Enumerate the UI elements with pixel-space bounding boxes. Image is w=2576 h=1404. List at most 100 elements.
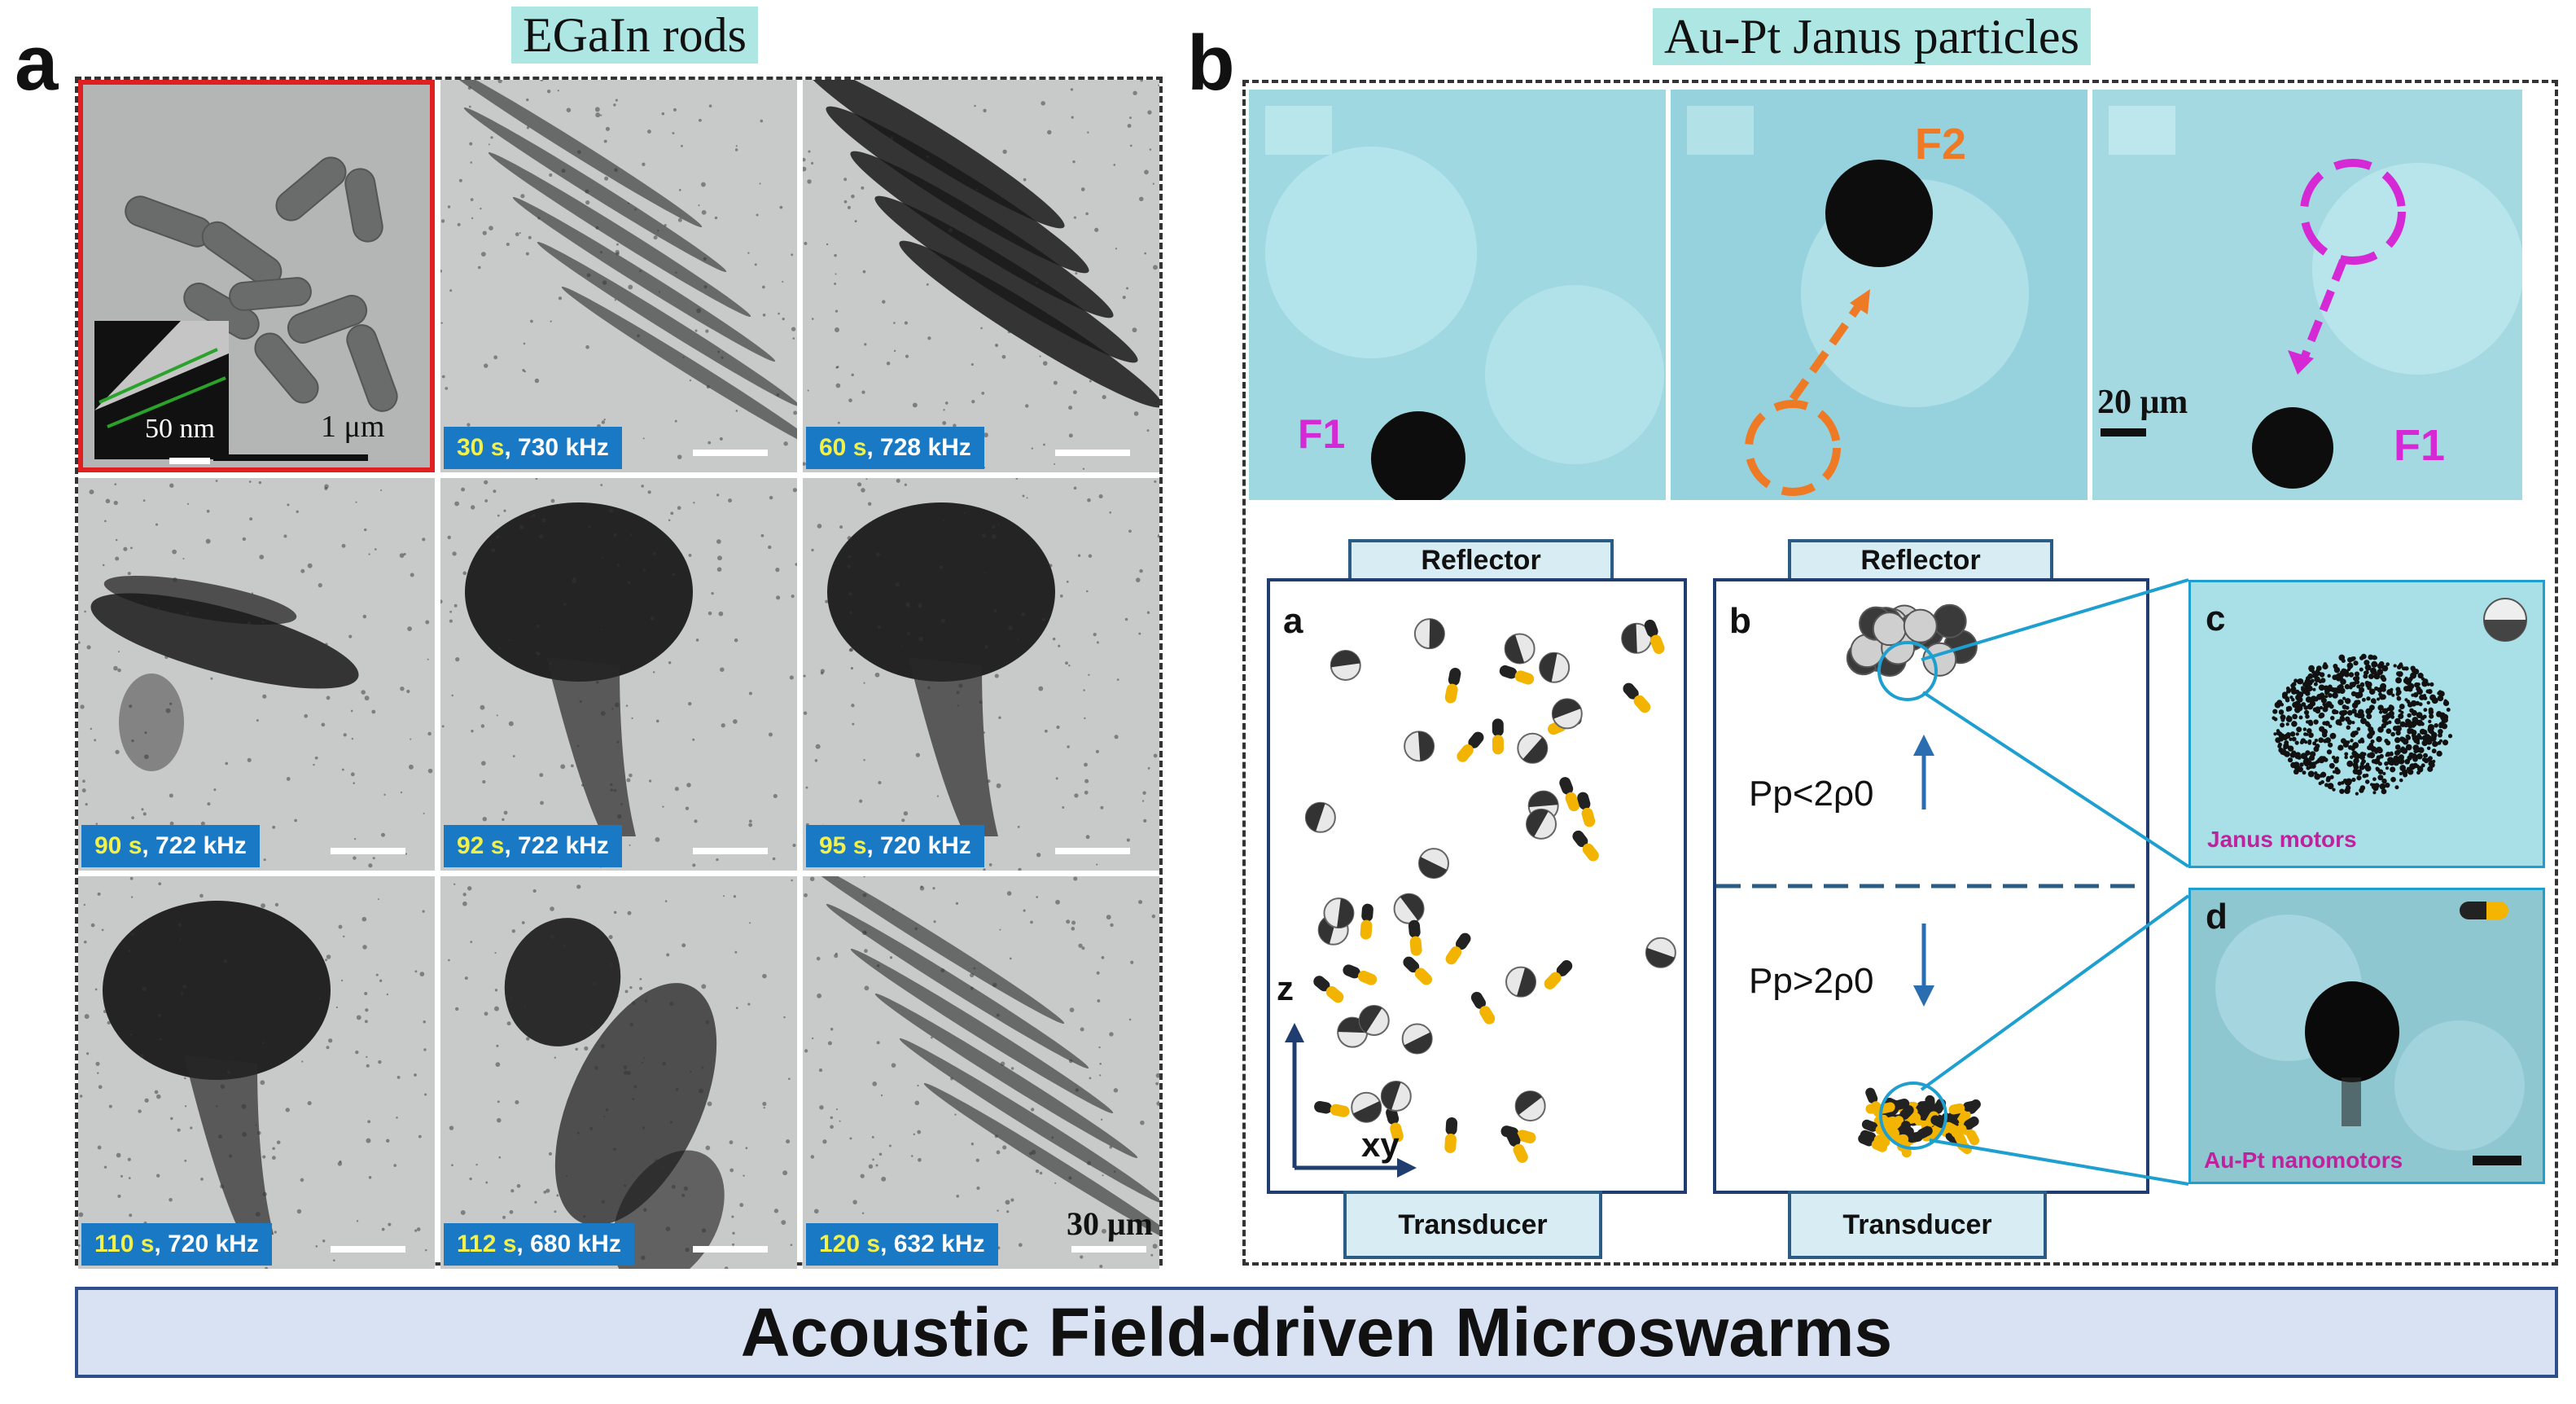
au-pt-rod (1313, 976, 1344, 1003)
panel-c-letter: c (2206, 599, 2226, 638)
mask-1 (1265, 106, 1332, 155)
grid-scale-label: 30 μm (1067, 1205, 1153, 1242)
janus-sphere (1393, 893, 1425, 924)
au-pt-rod (1314, 1100, 1350, 1117)
condition-down: Pp>2ρ0 (1749, 961, 1874, 1001)
swarm-tile: 30 s, 730 kHz (440, 80, 797, 472)
schematic-b-drawing (1716, 603, 2146, 1158)
reflector-b: Reflector (1788, 539, 2053, 581)
tile-time: 120 s (819, 1231, 881, 1257)
janus-sphere (1551, 698, 1583, 730)
tile-frequency: , 720 kHz (866, 832, 971, 859)
swarm-tile: 92 s, 722 kHz (440, 478, 797, 871)
au-pt-rod (1572, 830, 1599, 862)
axis-z-label: z (1277, 969, 1294, 1007)
tile-frequency: , 632 kHz (880, 1231, 985, 1257)
tile-time: 110 s (94, 1231, 155, 1257)
swarm-tile: 120 s, 632 kHz 30 μm (803, 876, 1159, 1269)
tile-scalebar (1071, 1246, 1146, 1253)
reflector-a: Reflector (1348, 539, 1614, 581)
au-pt-rod (1506, 1129, 1528, 1163)
janus-sphere (1526, 808, 1557, 840)
janus-sphere (1380, 1081, 1412, 1112)
inset-scale-label: 50 nm (145, 414, 215, 444)
panel-b-letter: b (1187, 20, 1235, 107)
au-pt-rod (1470, 991, 1496, 1024)
au-pt-rod (1444, 1117, 1458, 1153)
panel-d-scalebar (2473, 1156, 2521, 1165)
tile-scalebar (331, 848, 405, 854)
panel-d-label: Au-Pt nanomotors (2204, 1147, 2403, 1173)
au-pt-rod (1403, 956, 1432, 985)
janus-sphere (1413, 618, 1445, 650)
micrograph-2: F2 (1671, 90, 2088, 500)
swarm-tile: 60 s, 728 kHz (803, 80, 1159, 472)
schematic-a-letter: a (1283, 601, 1303, 641)
tile-scalebar (693, 450, 768, 456)
tile-time-freq-label: 90 s, 722 kHz (81, 825, 260, 867)
au-pt-rod (1559, 777, 1580, 812)
au-pt-rod (1444, 668, 1461, 704)
tem-scale-label: 1 μm (321, 410, 385, 444)
swarm-tile: 95 s, 720 kHz (803, 478, 1159, 871)
janus-sphere (1404, 731, 1435, 762)
f2-label: F2 (1915, 120, 1967, 169)
tile-time: 92 s (457, 832, 505, 859)
au-pt-rod (1644, 619, 1665, 654)
tile-frequency: , 730 kHz (504, 434, 609, 461)
panel-a-title: EGaIn rods (511, 7, 758, 64)
tile-time: 60 s (819, 434, 867, 461)
tile-scalebar (693, 848, 768, 854)
au-pt-rod (1499, 665, 1535, 685)
tem-inset-tile: 50 nm 1 μm (78, 80, 435, 472)
panel-c: c Janus motors (2188, 580, 2545, 868)
micro-scale-label: 20 μm (2097, 384, 2188, 421)
tile-time-freq-label: 92 s, 722 kHz (444, 825, 622, 867)
tile-frequency: , 720 kHz (154, 1231, 259, 1257)
janus-sphere (1417, 848, 1449, 880)
axis-xy-label: xy (1361, 1125, 1400, 1164)
au-pt-rod (1577, 792, 1596, 827)
tile-time: 90 s (94, 832, 142, 859)
janus-sphere (1517, 732, 1549, 764)
axis-arrows (1285, 1023, 1417, 1178)
tile-scalebar (331, 1246, 405, 1253)
janus-sphere (1514, 1090, 1546, 1122)
tile-frequency: , 722 kHz (504, 832, 609, 859)
panel-d-letter: d (2206, 897, 2228, 937)
tile-time-freq-label: 110 s, 720 kHz (81, 1223, 272, 1266)
tile-time-freq-label: 30 s, 730 kHz (444, 427, 622, 469)
janus-sphere (1505, 966, 1537, 998)
janus-sphere (1621, 622, 1653, 654)
swarm-tile: 90 s, 722 kHz (78, 478, 435, 871)
mask-2 (1687, 106, 1754, 155)
swarm-tile: 110 s, 720 kHz (78, 876, 435, 1269)
janus-sphere (1351, 1091, 1382, 1123)
schematic-a-frame: a z xy (1267, 578, 1687, 1194)
au-pt-rod (1492, 718, 1504, 755)
au-pt-rod (1457, 731, 1484, 762)
janus-sphere (1401, 1023, 1433, 1055)
tile-time-freq-label: 112 s, 680 kHz (444, 1223, 634, 1266)
f1-label: F1 (1298, 411, 1346, 457)
inset-scalebar (169, 458, 210, 464)
janus-icon (2483, 598, 2527, 642)
transducer-a: Transducer (1343, 1191, 1602, 1259)
au-pt-rod (1445, 932, 1471, 965)
tile-time: 112 s (457, 1231, 517, 1257)
transducer-b: Transducer (1788, 1191, 2047, 1259)
dispersed-particles (1304, 618, 1676, 1163)
au-pt-rod (1544, 960, 1573, 989)
tile-grid: 50 nm 1 μm 30 s, 730 kHz 60 s, 728 kHz 90 … (78, 80, 1159, 1269)
janus-sphere (1323, 897, 1355, 929)
au-pt-rod (1360, 903, 1373, 940)
title-banner: Acoustic Field-driven Microswarms (75, 1287, 2558, 1378)
au-pt-rod (1343, 964, 1378, 985)
schematic-b-letter: b (1729, 601, 1751, 641)
panel-b-frame (1242, 80, 2558, 1266)
janus-sphere (1504, 633, 1536, 665)
au-pt-rod (1623, 682, 1651, 713)
f1b-label: F1 (2394, 421, 2446, 470)
janus-sphere (1358, 1004, 1390, 1036)
au-pt-rod (1408, 919, 1422, 956)
